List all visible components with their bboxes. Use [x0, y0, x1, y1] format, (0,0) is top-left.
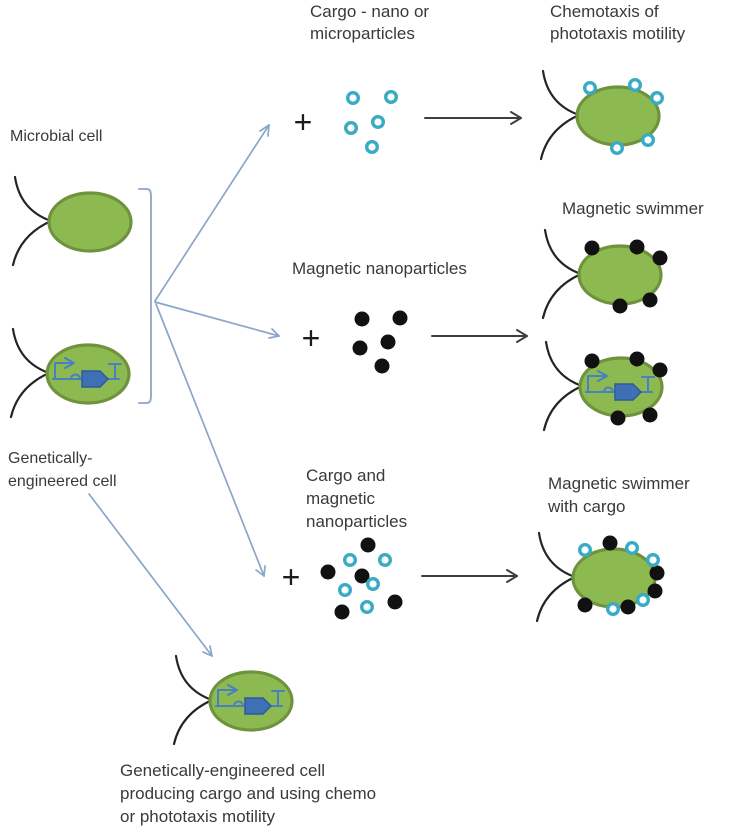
magnetic-particle — [374, 358, 390, 374]
bottom-engineered-cell — [172, 654, 294, 746]
cargo-particle — [343, 553, 358, 568]
cargo-particle — [365, 139, 380, 154]
label-magnetic-nanoparticles: Magnetic nanoparticles — [292, 259, 467, 278]
magnetic-particle — [354, 311, 370, 327]
cargo-particle — [371, 114, 386, 129]
magnetic-particle — [360, 537, 376, 553]
magnetic-particle — [642, 292, 658, 308]
cargo-particle — [628, 77, 643, 92]
attached-mixed-particles — [577, 535, 665, 617]
reaction-arrow-row-1 — [424, 111, 522, 125]
magnetic-particle — [642, 407, 658, 423]
arrowhead-icon — [506, 569, 518, 583]
reaction-arrow-row-2 — [431, 329, 528, 343]
label-cargo-magnetic-line-1: Cargo and — [306, 466, 385, 485]
magnetic-particle — [584, 240, 600, 256]
magnetic-particle — [392, 310, 408, 326]
cargo-particle — [378, 553, 393, 568]
cargo-particle — [646, 553, 661, 568]
flow-arrow-to-bottom-cell — [88, 493, 213, 657]
label-ge-cell-line-1: Genetically- — [8, 450, 92, 467]
magnetic-particle — [387, 594, 403, 610]
magnetic-particle — [629, 351, 645, 367]
cargo-particle — [360, 600, 375, 615]
label-magnetic-swimmer: Magnetic swimmer — [562, 199, 704, 218]
magnetic-particle — [647, 583, 663, 599]
magnetic-particle — [652, 250, 668, 266]
flow-arrow-to-cargo — [154, 124, 270, 302]
arrowhead-icon — [202, 645, 213, 657]
grouping-bracket — [138, 188, 152, 404]
label-ge-producing-line-3: or phototaxis motility — [120, 807, 275, 826]
magnetic-particle — [652, 362, 668, 378]
plus-sign: + — [282, 559, 301, 595]
arrowhead-icon — [268, 328, 280, 339]
cargo-particle — [583, 80, 598, 95]
cargo-particle — [606, 602, 621, 617]
cargo-particle-cluster — [344, 89, 399, 154]
magnetic-particle — [610, 410, 626, 426]
magnetic-particle — [334, 604, 350, 620]
reaction-arrow-row-3 — [421, 569, 518, 583]
magnetic-particle — [584, 353, 600, 369]
label-ge-producing-line-2: producing cargo and using chemo — [120, 784, 376, 803]
label-magnetic-swimmer-cargo-line-2: with cargo — [547, 497, 625, 516]
flow-arrow-to-cargo-magnetic — [155, 303, 266, 577]
mixed-particle-cluster — [320, 537, 403, 620]
label-cargo-nano-line-1: Cargo - nano or — [310, 2, 429, 21]
cargo-particle — [578, 543, 593, 558]
label-ge-cell-line-2: engineered cell — [8, 473, 117, 490]
microbial-cell-engineered — [9, 327, 131, 419]
plus-sign: + — [302, 320, 321, 356]
cargo-particle — [366, 577, 381, 592]
cargo-particle — [625, 541, 640, 556]
cargo-particle — [338, 583, 353, 598]
magnetic-particle — [612, 298, 628, 314]
flow-arrow-to-magnetic — [154, 301, 280, 339]
cargo-particle — [384, 89, 399, 104]
cargo-particle — [610, 140, 625, 155]
magnetic-particle — [354, 568, 370, 584]
attached-cargo-particles — [583, 77, 665, 155]
magnetic-particle — [629, 239, 645, 255]
label-cargo-magnetic-line-3: nanoparticles — [306, 512, 407, 531]
label-chemotaxis-line-2: phototaxis motility — [550, 24, 686, 43]
arrowhead-icon — [516, 329, 528, 343]
label-ge-producing-line-1: Genetically-engineered cell — [120, 761, 325, 780]
magnetic-particle — [602, 535, 618, 551]
microbial-cell-plain — [11, 175, 133, 267]
cargo-particle — [641, 132, 656, 147]
cargo-particle — [650, 90, 665, 105]
attached-magnetic-particles — [584, 239, 668, 314]
plus-sign: + — [294, 104, 313, 140]
attached-magnetic-particles — [584, 351, 668, 426]
magnetic-particle — [620, 599, 636, 615]
label-magnetic-swimmer-cargo-line-1: Magnetic swimmer — [548, 474, 690, 493]
arrowhead-icon — [510, 111, 522, 125]
cargo-particle — [344, 120, 359, 135]
magnetic-particle — [380, 334, 396, 350]
cargo-particle — [346, 90, 361, 105]
magnetic-particle — [649, 565, 665, 581]
cargo-particle — [636, 593, 651, 608]
label-cargo-nano-line-2: microparticles — [310, 24, 415, 43]
label-cargo-magnetic-line-2: magnetic — [306, 489, 375, 508]
arrowhead-icon — [259, 124, 270, 137]
magnetic-particle-cluster — [352, 310, 408, 374]
arrowhead-icon — [255, 565, 266, 577]
magnetic-particle — [320, 564, 336, 580]
magnetic-particle — [352, 340, 368, 356]
label-chemotaxis-line-1: Chemotaxis of — [550, 2, 659, 21]
magnetic-particle — [577, 597, 593, 613]
label-microbial-cell: Microbial cell — [10, 128, 102, 145]
